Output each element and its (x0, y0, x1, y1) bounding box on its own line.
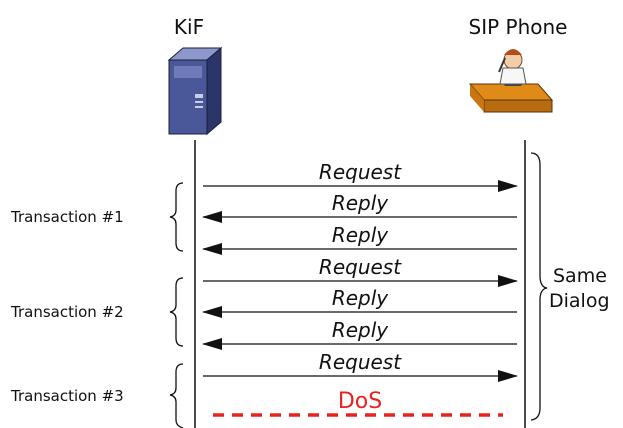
message-label: Reply (332, 318, 389, 342)
message-label: Request (319, 160, 402, 184)
dialog-label-line2: Dialog (549, 290, 610, 312)
dialog-label-line1: Same (553, 265, 607, 287)
dialog-bracket (530, 152, 548, 421)
sip-phone-label: SIP Phone (469, 15, 568, 39)
dos-label: DoS (338, 389, 382, 414)
transaction-bracket (169, 182, 184, 252)
message-label: Reply (332, 286, 389, 310)
message-label: Request (319, 255, 402, 279)
transaction-label: Transaction #3 (10, 387, 124, 405)
transaction-bracket (169, 277, 184, 347)
transaction-label: Transaction #1 (10, 208, 124, 226)
message-label: Request (319, 350, 402, 374)
message-label: Reply (332, 191, 389, 215)
message-label: Reply (332, 223, 389, 247)
server-tower-icon (167, 46, 223, 136)
kif-label: KiF (174, 15, 204, 39)
transaction-label: Transaction #2 (10, 303, 124, 321)
transaction-bracket (169, 363, 184, 428)
phone-operator-icon (468, 49, 554, 113)
